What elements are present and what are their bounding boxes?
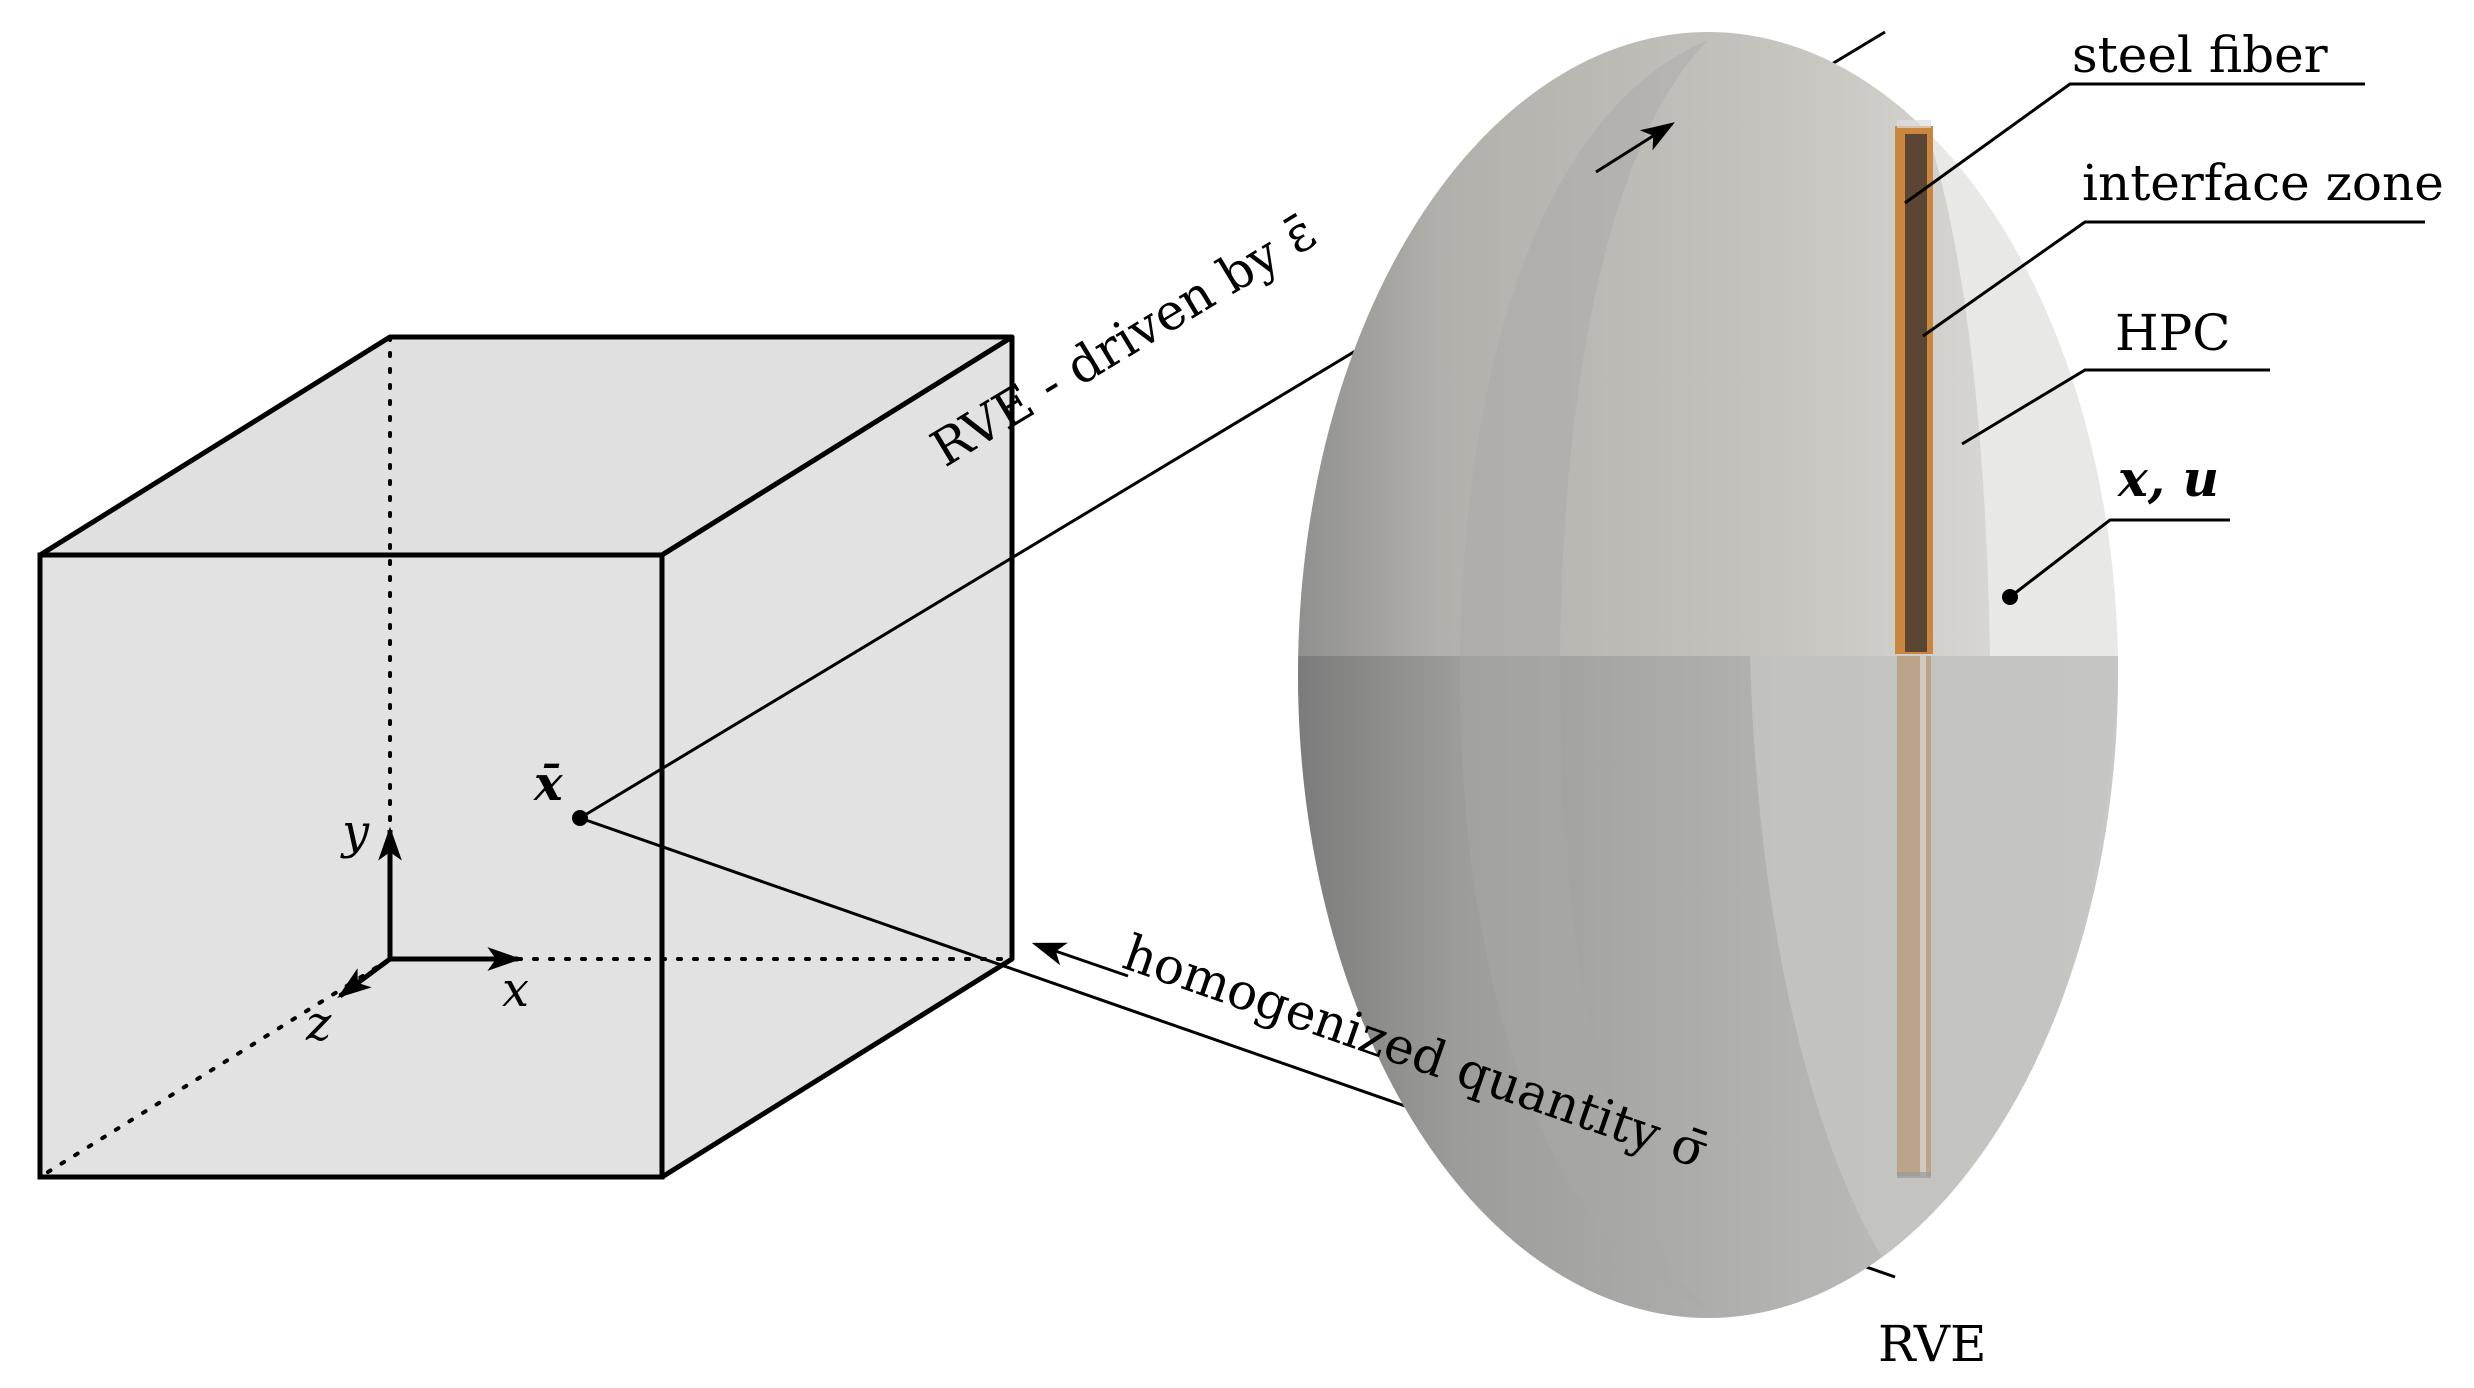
hpc-leader: [1961, 368, 2270, 446]
axis-x-label: x: [502, 962, 529, 1018]
interface-zone-label: interface zone: [2082, 154, 2444, 212]
macro-cube: y x z x̄: [37, 334, 1015, 1180]
rve-bottom-label: RVE: [1878, 1315, 1986, 1373]
steel-fiber-leader: [1904, 82, 2365, 205]
arrow-to-rve-icon: [1595, 122, 1675, 174]
steel-fiber-lower: [1897, 656, 1931, 1178]
cube-side-face: [659, 334, 1015, 1180]
x-u-label: x, u: [2117, 449, 2219, 508]
axis-z-arrow: [337, 956, 392, 999]
steel-fiber-label: steel fiber: [2072, 26, 2328, 84]
coordinate-axes: [337, 826, 522, 999]
axis-y-label: y: [340, 804, 370, 860]
material-point-label: x̄: [533, 756, 564, 812]
interface-zone-leader: [1922, 220, 2425, 338]
arrow-to-macro-icon: [1031, 942, 1129, 978]
cube-front-face: [37, 552, 665, 1180]
x-u-leader: [2009, 518, 2230, 599]
steel-fiber-upper: [1895, 120, 1933, 654]
rve-leader-lines: [1904, 82, 2425, 599]
axis-z-label: z: [305, 996, 332, 1052]
hpc-label: HPC: [2115, 304, 2231, 362]
